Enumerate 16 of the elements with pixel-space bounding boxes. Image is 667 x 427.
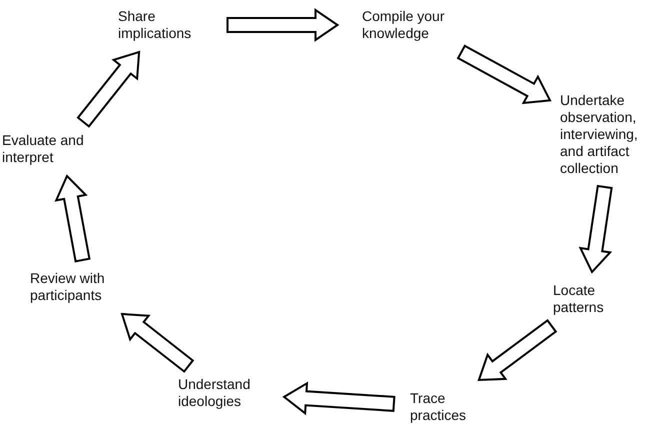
block-arrow [226, 8, 340, 42]
step-label: Review with participants [30, 270, 106, 304]
step-label: Understand ideologies [178, 376, 252, 410]
step-label: Undertake observation, interviewing, and artifact collection [560, 92, 639, 177]
block-arrow [477, 319, 558, 382]
step-label: Locate patterns [553, 282, 605, 316]
block-arrow [54, 174, 91, 262]
step-label: Compile your knowledge [362, 8, 446, 42]
block-arrow [76, 50, 140, 128]
step-label: Trace practices [410, 390, 468, 424]
step-label: Share implications [118, 8, 192, 42]
block-arrow [578, 184, 613, 274]
block-arrow [282, 381, 396, 416]
block-arrow [456, 44, 552, 104]
step-label: Evaluate and interpret [2, 132, 85, 166]
block-arrow [120, 312, 194, 373]
